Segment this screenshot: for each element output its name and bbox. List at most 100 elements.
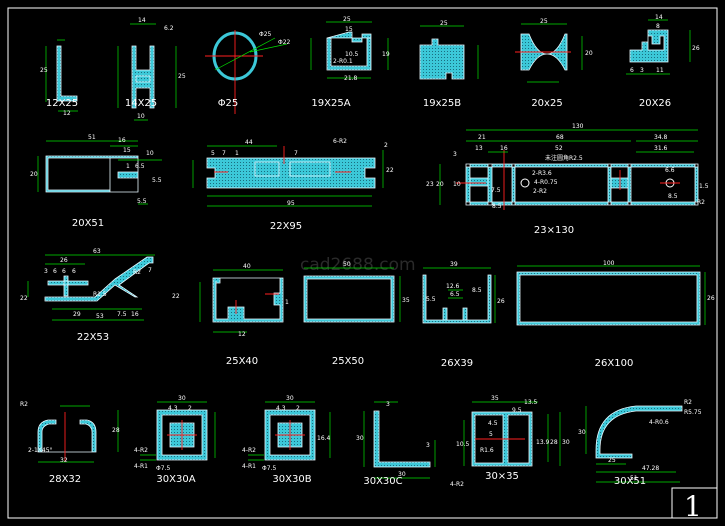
- center-line: [214, 146, 351, 173]
- center-line: [235, 293, 279, 314]
- dimension-label: Φ7.5: [262, 465, 276, 472]
- dimension-label: Φ22: [278, 39, 291, 46]
- profile-20x26: 14 8 26 6 3 11 20X26: [626, 14, 700, 109]
- dimension-label: 26: [692, 45, 700, 52]
- profile-section: [419, 38, 465, 80]
- dimension-label: 10: [453, 181, 461, 188]
- dimension-line: [27, 254, 155, 321]
- dimension-label: 7: [222, 150, 226, 157]
- dimension-label: 25: [343, 16, 351, 23]
- dimension-label: 22: [386, 167, 394, 174]
- dimension-label: 15: [123, 147, 131, 154]
- dimension-label: 4-R1: [242, 463, 256, 470]
- dimension-label: 30: [578, 429, 586, 436]
- dimension-label: 4-R2: [242, 447, 256, 454]
- dimension-label: 25: [540, 18, 548, 25]
- dimension-label: 30: [178, 395, 186, 402]
- dimension-label: 50: [343, 261, 351, 268]
- dimension-label: 1: [285, 299, 289, 306]
- profile-23x130: 130 21 68 34.8 13 16 52 31.6 3 未注圆角R2.5 …: [426, 123, 709, 236]
- profile-26x39: 39 12.6 6.5 8.5 5.5 26 26X39: [422, 261, 505, 369]
- dimension-label: 4-R2: [450, 481, 464, 488]
- dimension-label: 10.5: [345, 51, 359, 58]
- profile-19x25b: 25 19x25B: [419, 20, 479, 109]
- profile-section: [37, 419, 97, 453]
- dimension-label: 20: [436, 181, 444, 188]
- center-line: [205, 30, 263, 114]
- dimension-label: 12: [238, 331, 246, 338]
- dimension-line: [517, 265, 706, 325]
- dimension-label: R1.5: [93, 291, 107, 298]
- dimension-label: 12.6: [446, 283, 460, 290]
- dimension-line: [463, 401, 561, 466]
- dimension-line: [117, 23, 177, 121]
- dimension-label: 13: [475, 145, 483, 152]
- profile-30x30b: 30 4.3 2 4-R2 4-R1 Φ7.5 16.4 30X30B: [242, 395, 331, 485]
- dimension-label: 7.5: [491, 187, 501, 194]
- dimension-label: 6: [72, 268, 76, 275]
- profile-label: Φ25: [218, 98, 239, 109]
- profile-25x50: 50 35 25X50: [303, 261, 410, 367]
- dimension-label: 39: [450, 261, 458, 268]
- dimension-label: 6.5: [135, 163, 145, 170]
- drawing-border: [7, 7, 718, 519]
- dimension-label: 40: [243, 263, 251, 270]
- center-line: [456, 150, 680, 210]
- profile-30x35: 35 13.5 9.5 4.5 5 10.5 R1.6 13.9 28 30 4…: [450, 395, 570, 488]
- dimension-label: 7: [148, 267, 152, 274]
- dimension-label: 31.6: [654, 145, 668, 152]
- profile-label: 26X39: [441, 358, 473, 369]
- dimension-label: 30: [356, 435, 364, 442]
- dimension-label: 13.9: [536, 439, 550, 446]
- dimension-label: 20: [585, 50, 593, 57]
- dimension-label: 11: [656, 67, 664, 74]
- profile-section: [520, 178, 530, 188]
- dimension-label: R5.75: [684, 409, 702, 416]
- dimension-label: 4.5: [488, 420, 498, 427]
- dimension-label: 7.5: [117, 311, 127, 318]
- dimension-label: 51: [88, 134, 96, 141]
- dimension-label: 9.5: [512, 407, 522, 414]
- dimension-label: 1.5: [699, 183, 709, 190]
- dimension-line: [310, 21, 389, 79]
- profile-28x32: R2 32 28 2-1X45° 28X32: [20, 401, 120, 485]
- dimension-label: 3: [386, 401, 390, 408]
- dimension-label: 52: [555, 145, 563, 152]
- dimension-label: 16.4: [317, 435, 331, 442]
- dimension-label: 12: [63, 110, 71, 117]
- dimension-label: 3: [44, 268, 48, 275]
- profile-label: 22X95: [270, 221, 302, 232]
- dimension-label: 32: [60, 457, 68, 464]
- profile-section: [373, 410, 431, 468]
- profile-label: 30×35: [485, 471, 519, 482]
- dimension-label: R2: [20, 401, 28, 408]
- profile-label: 26X100: [595, 358, 634, 369]
- profile-25x40: 40 1 12 25X40: [199, 263, 289, 367]
- dimension-line: [423, 267, 496, 323]
- center-line: [275, 420, 305, 450]
- profile-section: [471, 411, 533, 467]
- profile-label: 14X25: [125, 98, 157, 109]
- dimension-label: R2: [684, 399, 692, 406]
- dimension-label: 25: [440, 20, 448, 27]
- dimension-label: 14: [138, 17, 146, 24]
- dimension-label: 26: [497, 298, 505, 305]
- dimension-label: 3: [453, 151, 457, 158]
- profile-label: 19x25B: [423, 98, 461, 109]
- dimension-label: 6: [53, 268, 57, 275]
- dimension-label: 25: [608, 457, 616, 464]
- dimension-label: 22: [172, 293, 180, 300]
- dimension-label: 16: [131, 311, 139, 318]
- dimension-label: 28: [550, 439, 558, 446]
- dimension-label: 2: [188, 405, 192, 412]
- dimension-label: 25: [40, 67, 48, 74]
- profile-22x95: 44 5 7 1 7 6-R2 2 95 22 22X95: [192, 138, 394, 232]
- dimension-label: R2: [697, 199, 705, 206]
- profile-section: [56, 45, 78, 102]
- profile-label: 30X30A: [156, 474, 195, 485]
- dimension-label: 95: [287, 200, 295, 207]
- dimension-label: 30: [562, 439, 570, 446]
- profile-section: [422, 274, 492, 324]
- profile-label: 23×130: [534, 225, 574, 236]
- dimension-label: 2-R2: [533, 188, 547, 195]
